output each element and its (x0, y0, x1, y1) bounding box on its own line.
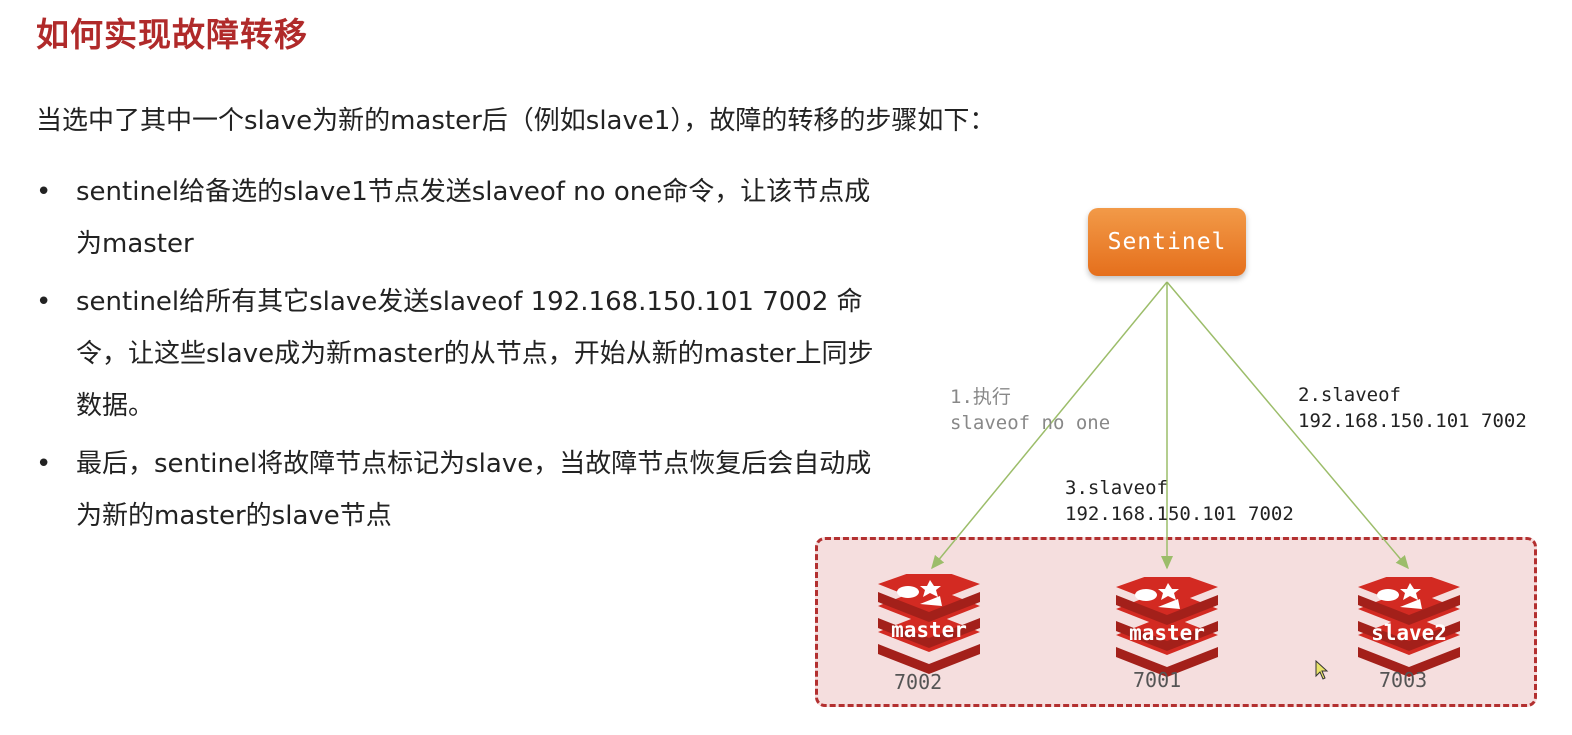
redis-node-7003: slave2 (1354, 569, 1464, 677)
node-port: 7001 (1133, 668, 1182, 692)
bullet-item: • sentinel给备选的slave1节点发送slaveof no one命令… (36, 166, 896, 270)
arrow-to-7002 (931, 281, 1168, 570)
redis-icon (878, 566, 980, 674)
page-title: 如何实现故障转移 (36, 15, 308, 54)
step3-label: 3.slaveof 192.168.150.101 7002 (1065, 477, 1294, 525)
redis-node-7001: master (1112, 569, 1222, 677)
node-role-label: master (1129, 621, 1205, 645)
redis-icon (1358, 569, 1460, 677)
bullet-list: • sentinel给备选的slave1节点发送slaveof no one命令… (36, 166, 896, 548)
step1-label: 1.执行 slaveof no one (950, 386, 1111, 434)
bullet-marker: • (36, 287, 52, 317)
intro-text: 当选中了其中一个slave为新的master后（例如slave1），故障的转移的… (36, 106, 996, 136)
bullet-text: 最后，sentinel将故障节点标记为slave，当故障节点恢复后会自动成为新的… (76, 449, 872, 531)
arrow-to-7003 (1166, 281, 1409, 570)
bullet-text: sentinel给所有其它slave发送slaveof 192.168.150.… (76, 287, 874, 421)
redis-node-7002: master (874, 566, 984, 674)
node-role-label: slave2 (1371, 621, 1447, 645)
node-port: 7003 (1379, 668, 1428, 692)
bullet-marker: • (36, 177, 52, 207)
redis-icon (1116, 569, 1218, 677)
bullet-text: sentinel给备选的slave1节点发送slaveof no one命令，让… (76, 177, 871, 259)
mouse-cursor-icon (1315, 660, 1329, 680)
bullet-item: • 最后，sentinel将故障节点标记为slave，当故障节点恢复后会自动成为… (36, 438, 896, 542)
bullet-item: • sentinel给所有其它slave发送slaveof 192.168.15… (36, 276, 896, 432)
sentinel-node: Sentinel (1088, 208, 1246, 276)
node-port: 7002 (894, 670, 943, 694)
node-role-label: master (891, 618, 967, 642)
bullet-marker: • (36, 449, 52, 479)
step2-label: 2.slaveof 192.168.150.101 7002 (1298, 384, 1527, 432)
